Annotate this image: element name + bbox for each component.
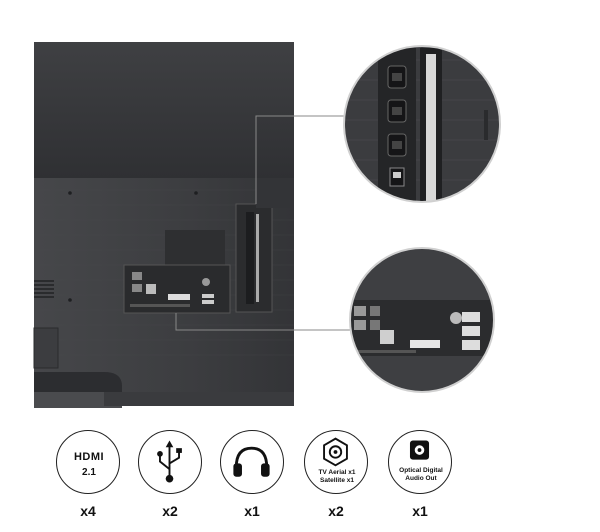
tv-back-scene — [33, 42, 501, 408]
feature-hdmi: HDMI 2.1 x4 — [48, 430, 128, 526]
tv-base-block — [33, 327, 59, 369]
usb-icon — [138, 430, 202, 494]
coax-count: x2 — [328, 503, 344, 519]
zoom-rear-ports — [350, 248, 494, 392]
coax-satellite-label: Satellite x1 — [320, 477, 354, 484]
hdmi-label: HDMI — [73, 451, 105, 463]
optical-icon: Optical Digital Audio Out — [388, 430, 452, 494]
optical-label: Optical Digital — [399, 467, 443, 474]
headphones-icon — [220, 430, 284, 494]
hdmi-icon: HDMI 2.1 — [56, 430, 120, 494]
feature-coax: TV Aerial x1 Satellite x1 x2 — [296, 430, 376, 526]
feature-headphones: x1 — [212, 430, 292, 526]
optical-count: x1 — [412, 503, 428, 519]
usb-count: x2 — [162, 503, 178, 519]
feature-optical: Optical Digital Audio Out x1 — [380, 430, 460, 526]
optical-sublabel: Audio Out — [405, 475, 437, 482]
coax-aerial-label: TV Aerial x1 — [318, 469, 356, 476]
zoom-hdmi-ports — [344, 46, 500, 202]
feature-usb: x2 — [130, 430, 210, 526]
tv-upper-panel — [34, 42, 294, 178]
connectivity-features: HDMI 2.1 x4 x2 — [0, 430, 600, 530]
headphones-count: x1 — [244, 503, 260, 519]
tv-stand — [34, 372, 122, 392]
hdmi-count: x4 — [80, 503, 96, 519]
hdmi-version: 2.1 — [82, 467, 96, 478]
coax-icon: TV Aerial x1 Satellite x1 — [304, 430, 368, 494]
